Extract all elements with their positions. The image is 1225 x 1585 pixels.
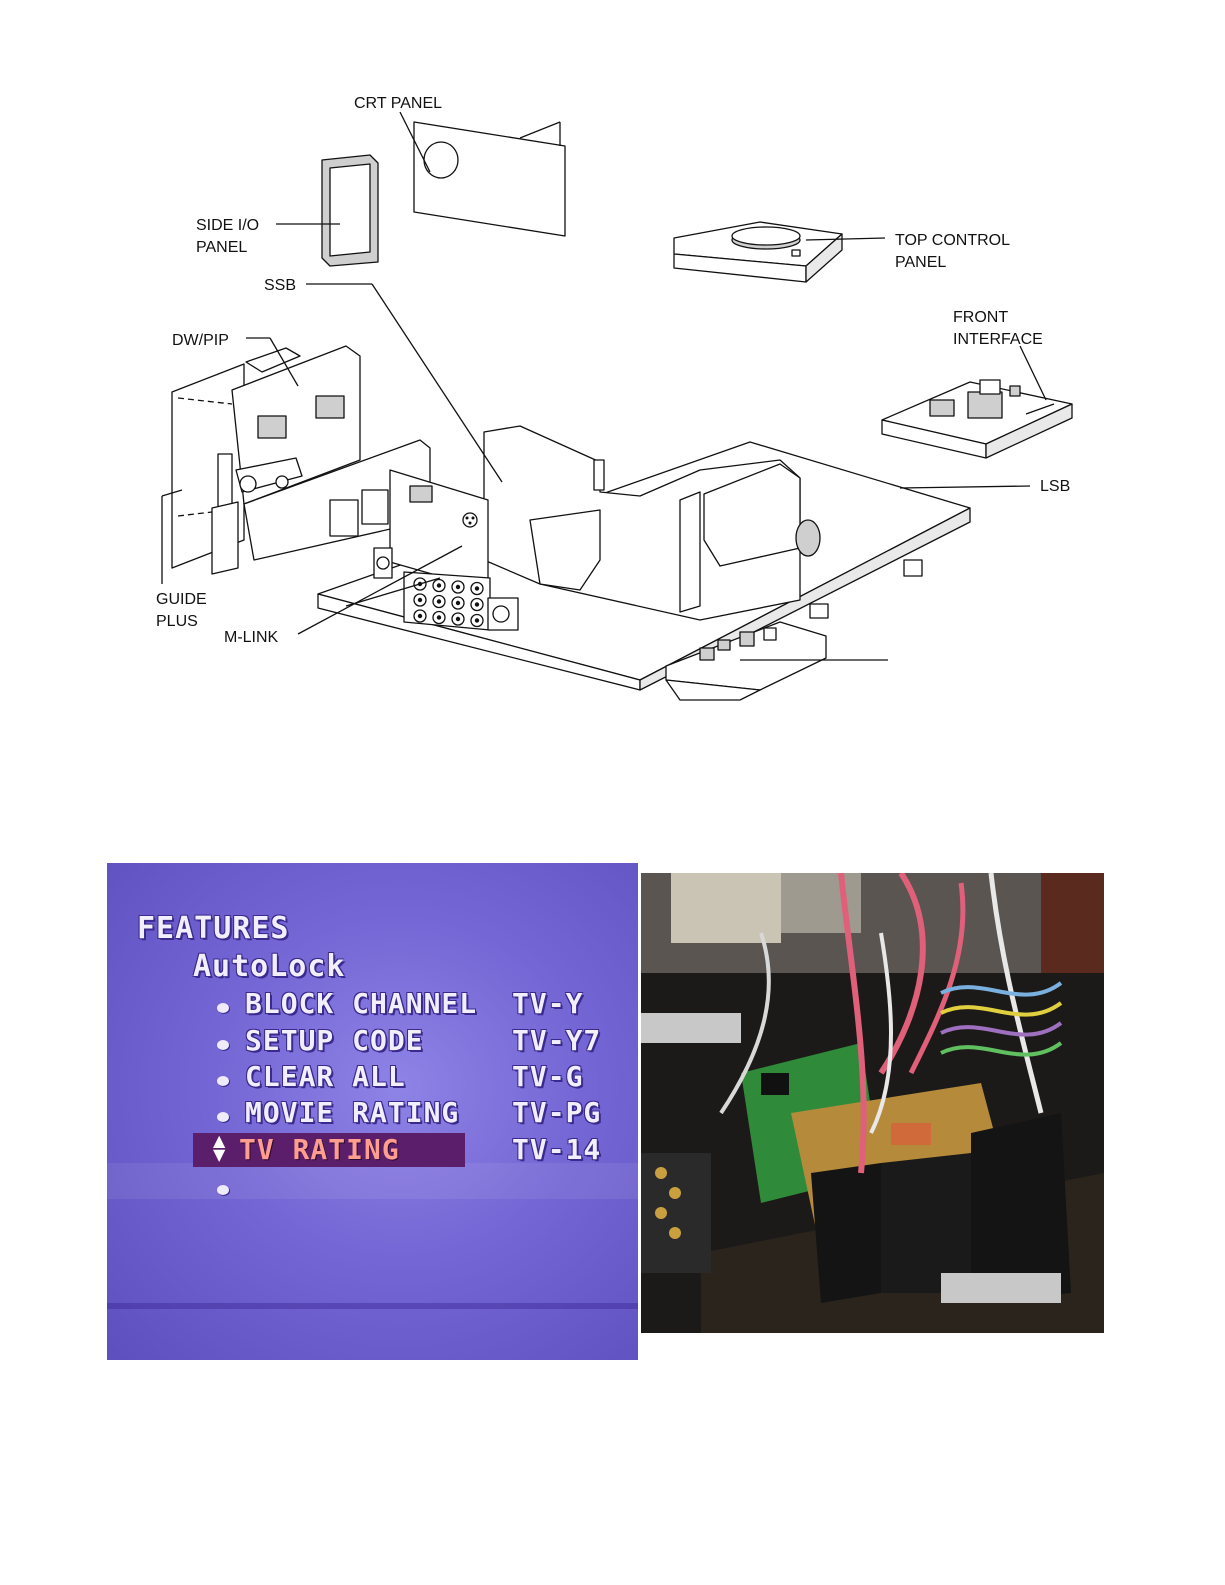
rca-jack-center — [437, 583, 441, 587]
side-io-panel-part — [322, 155, 378, 266]
menu-item-tv-rating[interactable]: TV RATING — [239, 1133, 400, 1166]
rca-jack-center — [456, 585, 460, 589]
top-control-panel-part — [674, 222, 842, 282]
label-top-control-line1: TOP CONTROL — [895, 232, 1010, 249]
scan-band — [107, 1163, 638, 1199]
label-front-interface-line2: INTERFACE — [953, 331, 1043, 348]
menu-title: FEATURES — [137, 911, 290, 946]
menu-item-clear-all[interactable]: CLEAR ALL — [245, 1060, 406, 1093]
menu-value-tv-y: TV-Y — [512, 987, 583, 1020]
rca-jack-center — [418, 614, 422, 618]
rca-jack-center — [475, 618, 479, 622]
menu-value-tv-pg: TV-PG — [512, 1096, 601, 1129]
label-ssb: SSB — [264, 277, 296, 294]
rca-jack-center — [475, 586, 479, 590]
label-side-io-line2: PANEL — [196, 239, 247, 256]
menu-item-block-channel[interactable]: BLOCK CHANNEL — [245, 987, 477, 1020]
rca-jack-center — [475, 602, 479, 606]
rca-jack-center — [437, 599, 441, 603]
crt-panel-part — [414, 122, 565, 236]
label-dw-pip: DW/PIP — [172, 332, 229, 349]
rca-jack-center — [418, 598, 422, 602]
menu-item-movie-rating[interactable]: MOVIE RATING — [245, 1096, 459, 1129]
label-front-interface-line1: FRONT — [953, 309, 1008, 326]
label-guide-plus-line1: GUIDE — [156, 591, 207, 608]
rca-jack-center — [437, 615, 441, 619]
label-m-link: M-LINK — [224, 629, 279, 646]
exploded-chassis-diagram: CRT PANEL SIDE I/O PANEL TOP CONTROL PAN… — [0, 0, 1225, 740]
screen-edge-band — [107, 1303, 638, 1309]
tv-menu-screen-photo: FEATURES AutoLock ▲▼ BLOCK CHANNEL TV-Y … — [107, 863, 638, 1360]
label-lsb: LSB — [1040, 478, 1070, 495]
label-guide-plus-line2: PLUS — [156, 613, 198, 630]
menu-item-setup-code[interactable]: SETUP CODE — [245, 1024, 424, 1057]
chassis-interior-photo — [641, 873, 1104, 1333]
menu-value-tv-y7: TV-Y7 — [512, 1024, 601, 1057]
menu-bullet-icon — [217, 1185, 229, 1195]
menu-subtitle: AutoLock — [193, 949, 346, 984]
front-interface-part — [882, 380, 1072, 458]
menu-bullet-icon — [217, 1076, 229, 1086]
menu-bullet-icon — [217, 1112, 229, 1122]
label-top-control-line2: PANEL — [895, 254, 946, 271]
label-side-io-line1: SIDE I/O — [196, 217, 259, 234]
menu-value-tv-14: TV-14 — [512, 1133, 601, 1166]
rca-jack-center — [456, 601, 460, 605]
menu-value-tv-g: TV-G — [512, 1060, 583, 1093]
up-down-arrows-icon: ▲▼ — [213, 1134, 225, 1162]
rca-jack-center — [456, 617, 460, 621]
label-crt-panel: CRT PANEL — [354, 95, 442, 112]
menu-bullet-icon — [217, 1040, 229, 1050]
menu-bullet-icon — [217, 1003, 229, 1013]
